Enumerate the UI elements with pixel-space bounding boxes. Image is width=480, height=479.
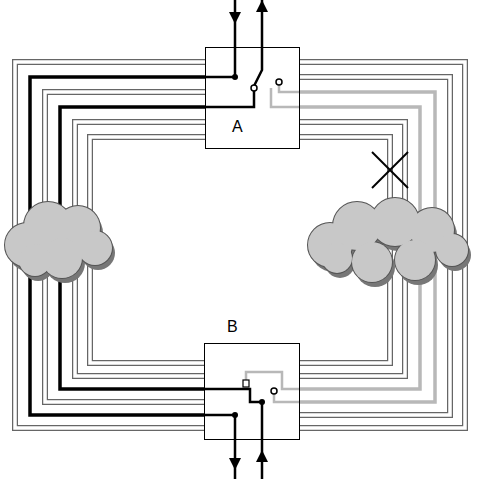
cloud-fill xyxy=(308,198,468,282)
switch-b-internals xyxy=(204,372,300,479)
signal-line xyxy=(204,389,262,479)
arrowhead xyxy=(229,458,241,470)
fibre-line xyxy=(300,77,450,415)
cloud-fill xyxy=(5,202,112,278)
junction-dot xyxy=(259,399,265,405)
switch-contact xyxy=(243,380,249,387)
signal-line xyxy=(205,0,235,77)
standby-line xyxy=(279,85,300,92)
network-cloud xyxy=(308,198,471,287)
switch-contact xyxy=(251,85,257,91)
fibre-line xyxy=(75,122,205,376)
cross-stroke xyxy=(372,152,408,188)
switch-a-internals xyxy=(205,0,300,107)
fibre-line xyxy=(15,62,205,428)
box-label: A xyxy=(232,118,243,136)
working-path xyxy=(30,77,205,415)
cloud-outline xyxy=(5,202,112,278)
working-path xyxy=(60,107,205,389)
cloud-outline xyxy=(308,198,468,282)
signal-line xyxy=(204,415,235,479)
fibre-line xyxy=(300,77,450,415)
junction-dot xyxy=(232,74,238,80)
fibre-line xyxy=(15,62,205,428)
arrowhead xyxy=(229,12,241,24)
switch-box: B xyxy=(204,343,300,440)
fibre-line xyxy=(75,122,205,376)
cross-stroke xyxy=(372,152,408,188)
standby-line xyxy=(274,394,300,402)
box-heading: B xyxy=(227,318,238,336)
pipe-outline xyxy=(15,62,465,428)
standby-line xyxy=(246,372,300,389)
junction-dot xyxy=(232,412,238,418)
arrowhead xyxy=(256,0,268,12)
failure-cross xyxy=(372,152,408,188)
standby-line xyxy=(271,88,300,107)
switch-contact xyxy=(271,388,277,394)
pipe-fill xyxy=(15,62,465,428)
network-cloud xyxy=(5,202,115,283)
arrowhead xyxy=(256,450,268,462)
connector-layer xyxy=(30,77,435,415)
fibre-channels xyxy=(15,62,465,428)
signal-line xyxy=(205,89,254,107)
protection-path xyxy=(300,92,435,402)
switch-blade xyxy=(254,0,262,86)
switch-box: A xyxy=(205,47,300,149)
switch-contact xyxy=(276,79,282,85)
